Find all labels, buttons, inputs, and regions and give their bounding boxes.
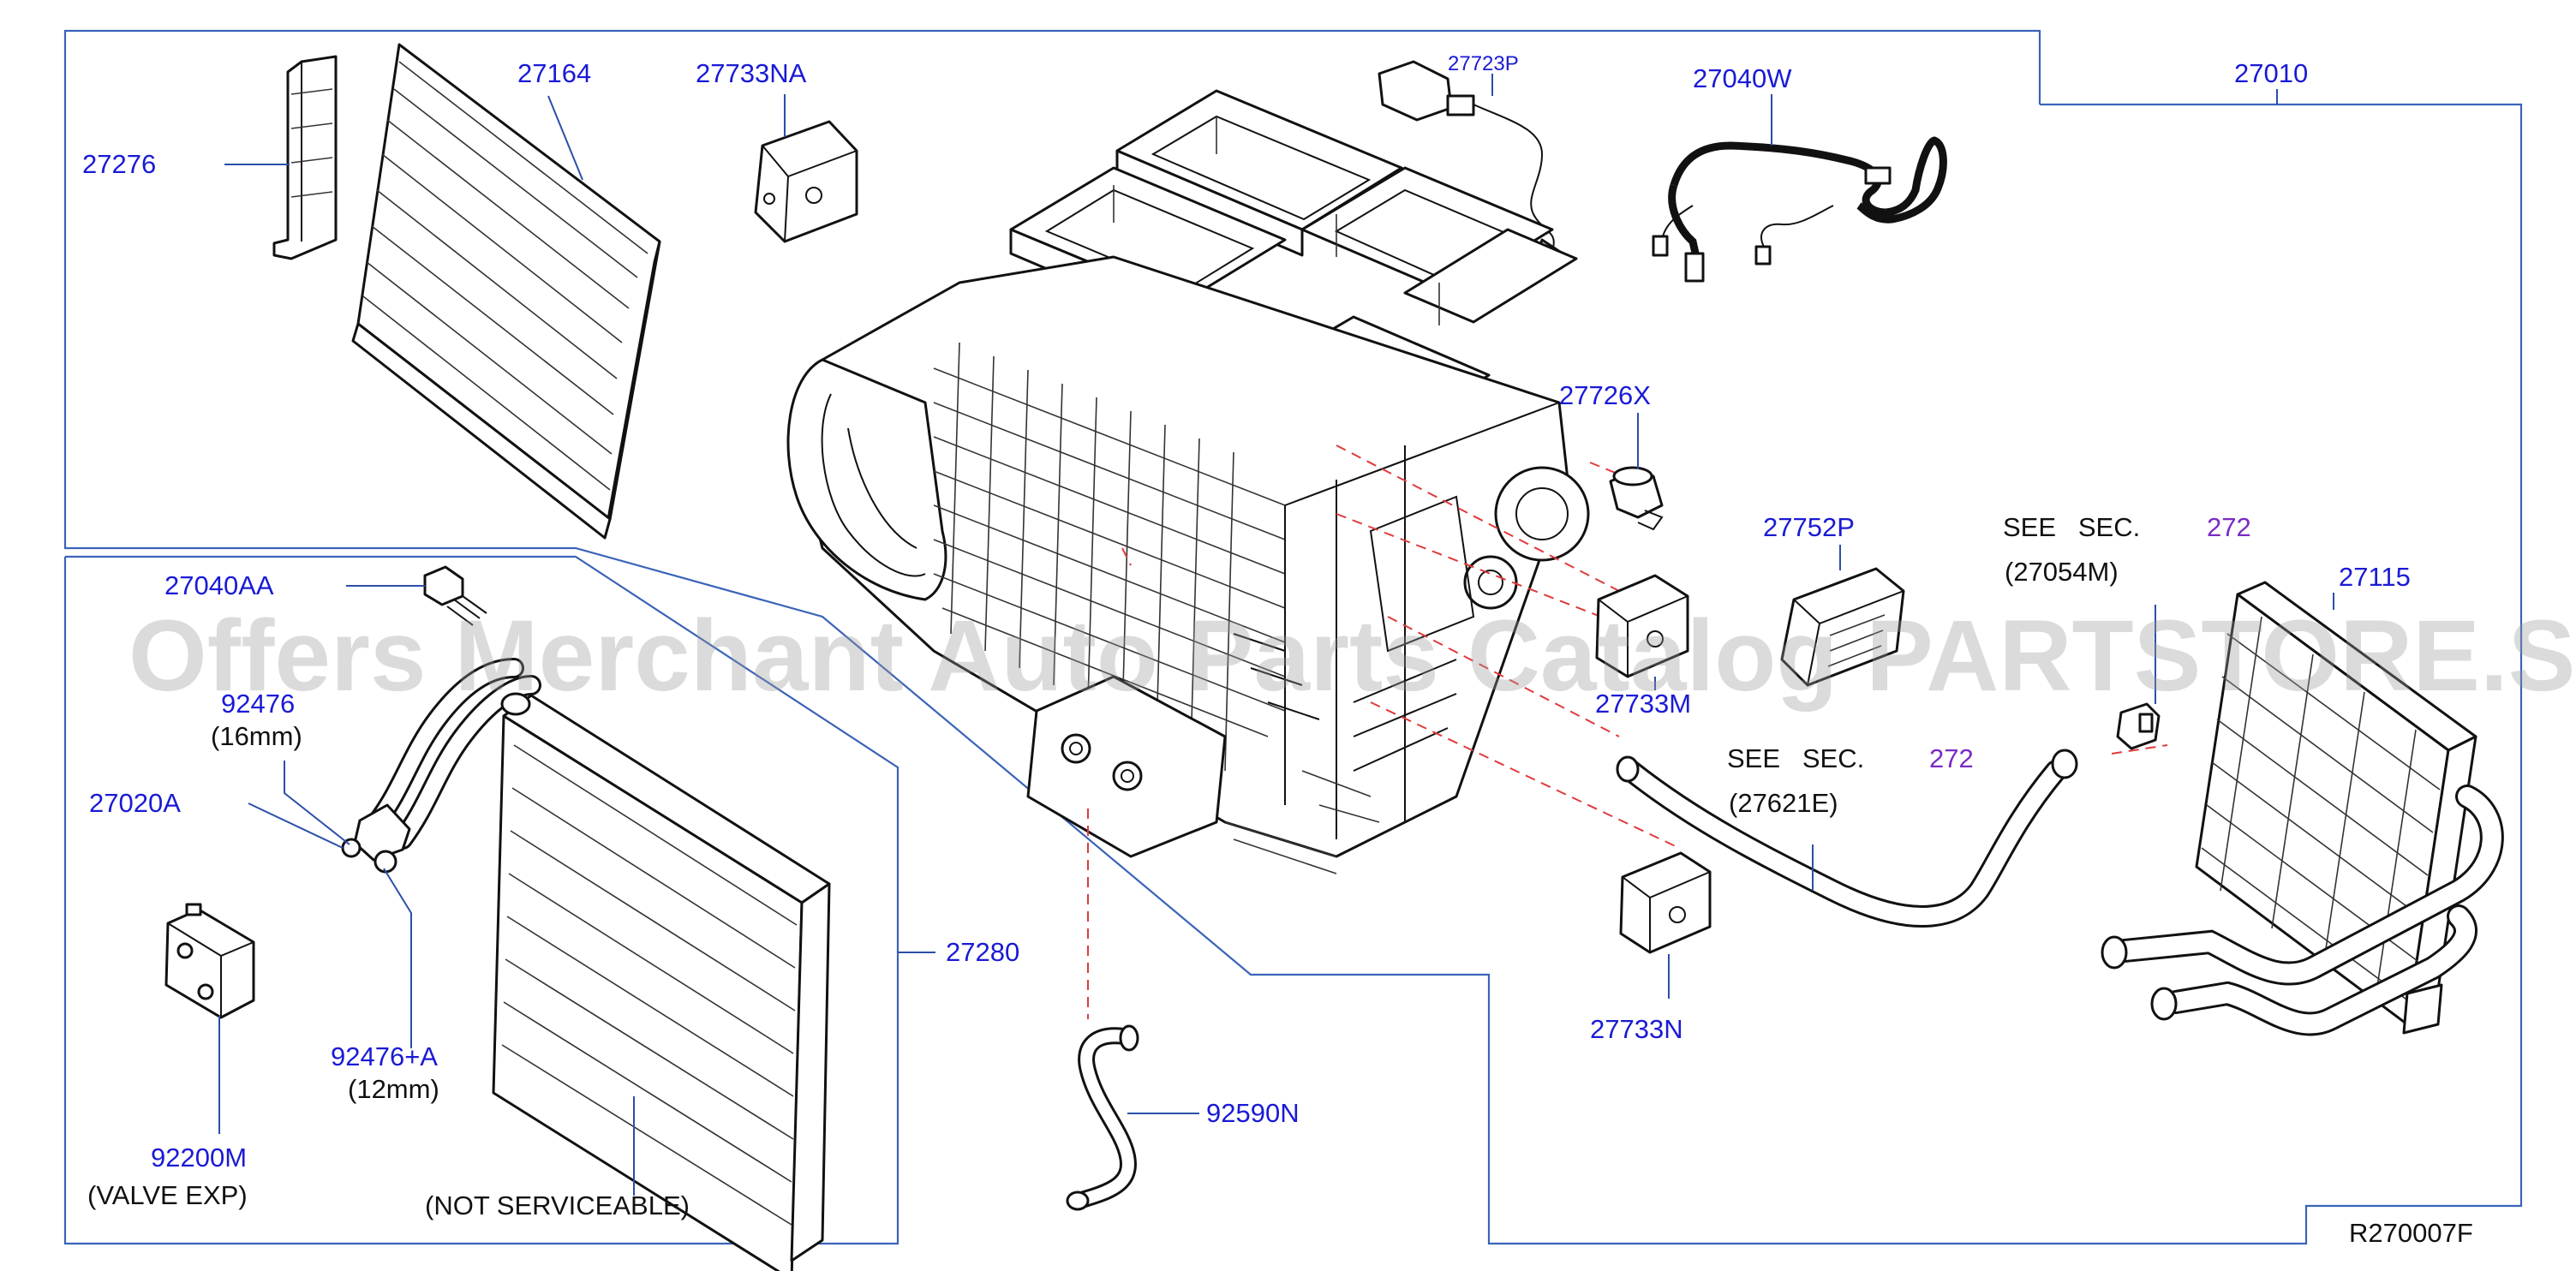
frame-heater-unit-group bbox=[63, 29, 2523, 1245]
label-27733M: 27733M bbox=[1595, 689, 1691, 719]
label-92590N: 92590N bbox=[1206, 1098, 1300, 1128]
leader-lines bbox=[218, 74, 2334, 1196]
see-section-prefix: SEE SEC. bbox=[1727, 743, 1864, 773]
label-27726X: 27726X bbox=[1559, 380, 1651, 410]
part-27726X-sensor bbox=[1609, 466, 1664, 531]
see-section-27621E: SEE SEC. 272 (27621E) bbox=[1727, 743, 1974, 818]
part-92200M-valve bbox=[164, 903, 255, 1019]
label-92476-size: (16mm) bbox=[211, 721, 302, 751]
part-27040W-harness bbox=[1652, 136, 1947, 283]
part-27276-bracket bbox=[272, 55, 338, 260]
label-27752P: 27752P bbox=[1763, 512, 1855, 542]
watermark: Offers Merchant Auto Parts Catalog PARTS… bbox=[129, 600, 2576, 713]
part-hose-27621E bbox=[1616, 749, 2078, 928]
part-27733NA-actuator bbox=[754, 120, 858, 243]
label-27280-desc: (NOT SERVICEABLE) bbox=[425, 1190, 690, 1220]
label-27040AA: 27040AA bbox=[164, 570, 274, 600]
label-92476: 92476 bbox=[221, 689, 295, 719]
part-27752P-module bbox=[1780, 567, 1905, 687]
label-27280: 27280 bbox=[946, 937, 1019, 967]
part-27164-air-filter bbox=[351, 43, 661, 540]
part-27733N-actuator bbox=[1619, 851, 1712, 954]
see-section-part: (27054M) bbox=[2005, 557, 2119, 587]
label-92200M-desc: (VALVE EXP) bbox=[87, 1180, 248, 1210]
part-connector-27054M bbox=[2116, 702, 2161, 750]
label-92476A-size: (12mm) bbox=[348, 1074, 439, 1104]
see-section-part: (27621E) bbox=[1729, 788, 1838, 818]
label-92200M: 92200M bbox=[151, 1143, 247, 1173]
part-27733M-actuator bbox=[1595, 574, 1689, 678]
label-27040W: 27040W bbox=[1693, 63, 1792, 93]
part-hvac-main-unit bbox=[786, 89, 1590, 874]
label-27020A: 27020A bbox=[89, 788, 181, 818]
label-27733N: 27733N bbox=[1590, 1014, 1683, 1044]
label-27164: 27164 bbox=[517, 58, 591, 88]
label-92476A: 92476+A bbox=[331, 1041, 438, 1071]
part-labels: 27276 27164 27733NA 27723P 27040W 27010 … bbox=[82, 52, 2473, 1248]
label-27276: 27276 bbox=[82, 149, 156, 179]
part-27280-evaporator bbox=[492, 692, 831, 1271]
see-section-number: 272 bbox=[1929, 743, 1974, 773]
see-section-prefix: SEE SEC. bbox=[2003, 512, 2140, 542]
label-27723P: 27723P bbox=[1448, 52, 1519, 75]
part-evaporator-pipes bbox=[341, 658, 541, 874]
see-section-27054M: SEE SEC. 272 (27054M) bbox=[2003, 512, 2251, 587]
frame-evaporator-group bbox=[63, 555, 900, 1245]
label-27733NA: 27733NA bbox=[696, 58, 807, 88]
part-27115-heater-core bbox=[2101, 581, 2504, 1036]
part-27040AA-bolt bbox=[423, 565, 487, 626]
part-92590N-drain-hose bbox=[1066, 1024, 1139, 1211]
label-27010: 27010 bbox=[2234, 58, 2308, 88]
see-section-number: 272 bbox=[2207, 512, 2251, 542]
diagram-code: R270007F bbox=[2349, 1218, 2473, 1248]
label-27115: 27115 bbox=[2339, 562, 2411, 592]
